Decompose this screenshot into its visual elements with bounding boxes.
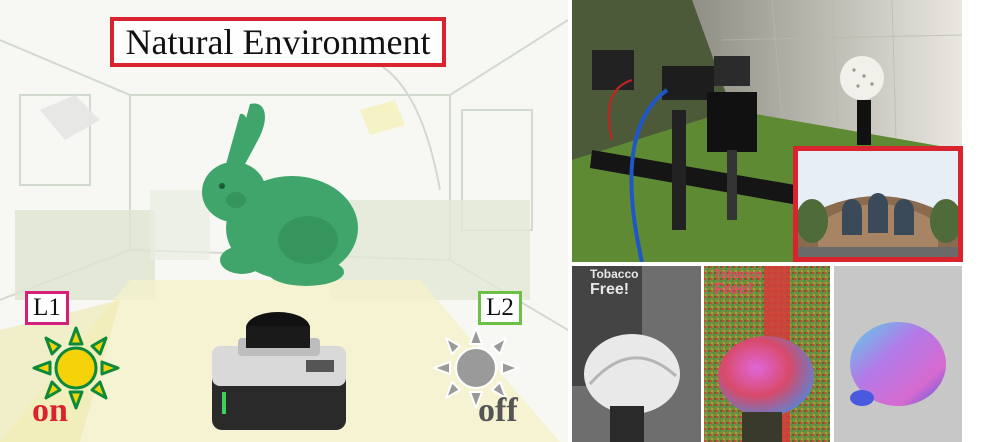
light-state-l1: on: [32, 392, 68, 429]
sign-text-line2-colored: Free!: [714, 281, 754, 298]
sign-text-line1: Tobacco: [590, 267, 639, 281]
normal-map-render: [834, 266, 962, 442]
camera-icon: [212, 312, 346, 430]
title-box: Natural Environment: [110, 17, 446, 67]
light-label-l1: L1: [25, 291, 69, 325]
light-state-l2: off: [478, 392, 518, 429]
illustration-panel: Natural Environment L1 L2 on off: [0, 0, 568, 442]
sign-text-line2: Free!: [590, 281, 630, 298]
sign-text-line1-colored: Tobacco: [714, 267, 763, 281]
sun-off-icon: [433, 327, 519, 409]
bunny-model: [202, 103, 358, 286]
environment-inset: [793, 146, 963, 262]
grayscale-photo: Tobacco Free!: [572, 266, 701, 442]
light-label-l2: L2: [478, 291, 522, 325]
noisy-normal-photo: Tobacco Free!: [704, 266, 830, 442]
sun-on-icon: [32, 326, 120, 410]
